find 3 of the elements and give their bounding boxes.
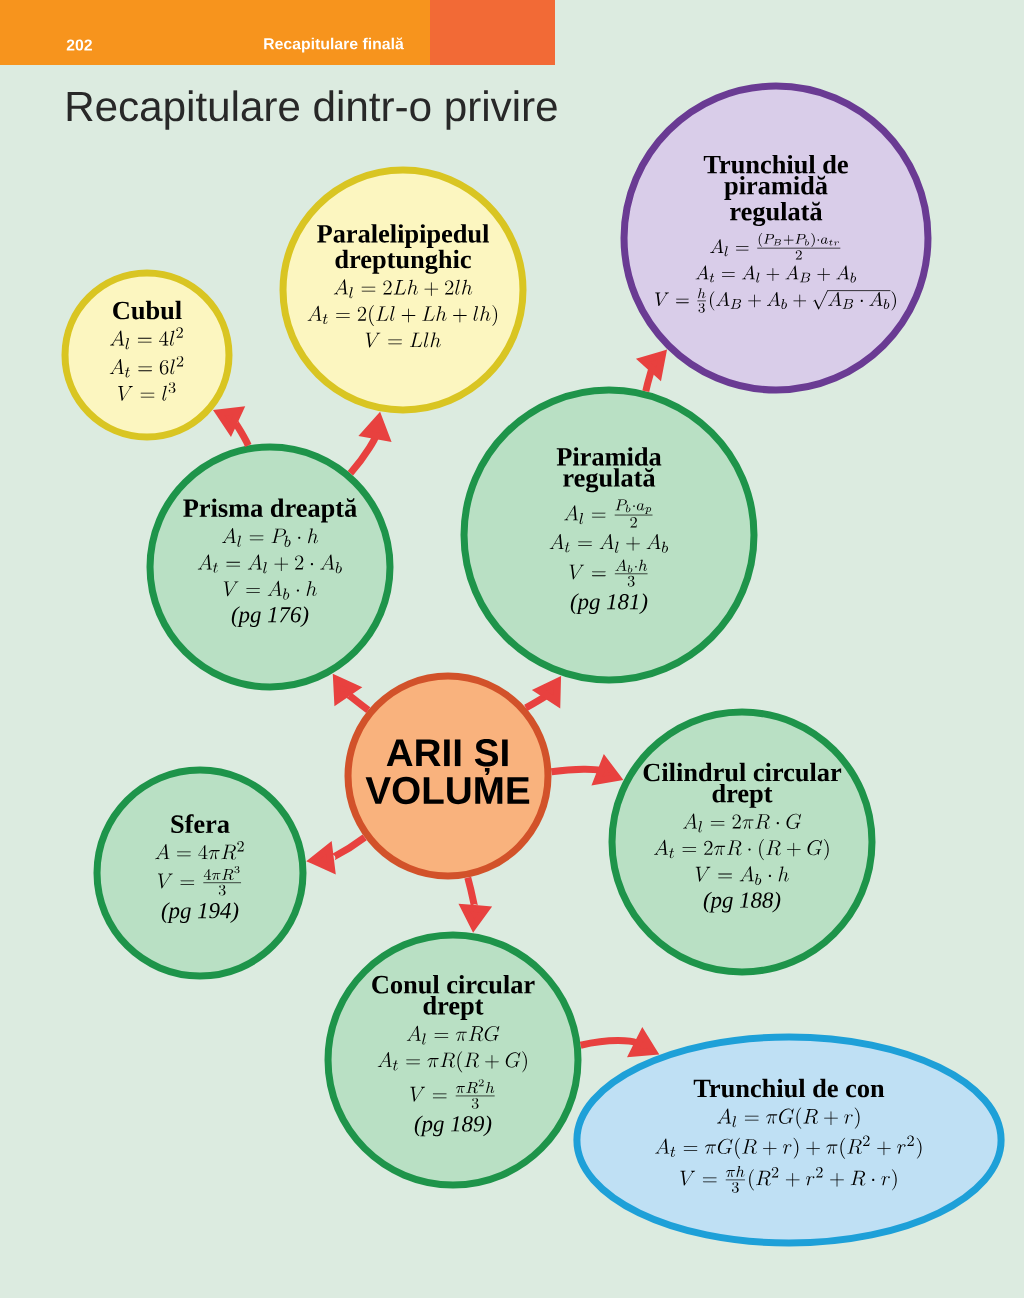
- page-number: 202: [66, 39, 92, 51]
- page-title: Recapitulare dintr-o privire: [67, 90, 557, 130]
- section-title: Recapitulare finală: [264, 37, 404, 53]
